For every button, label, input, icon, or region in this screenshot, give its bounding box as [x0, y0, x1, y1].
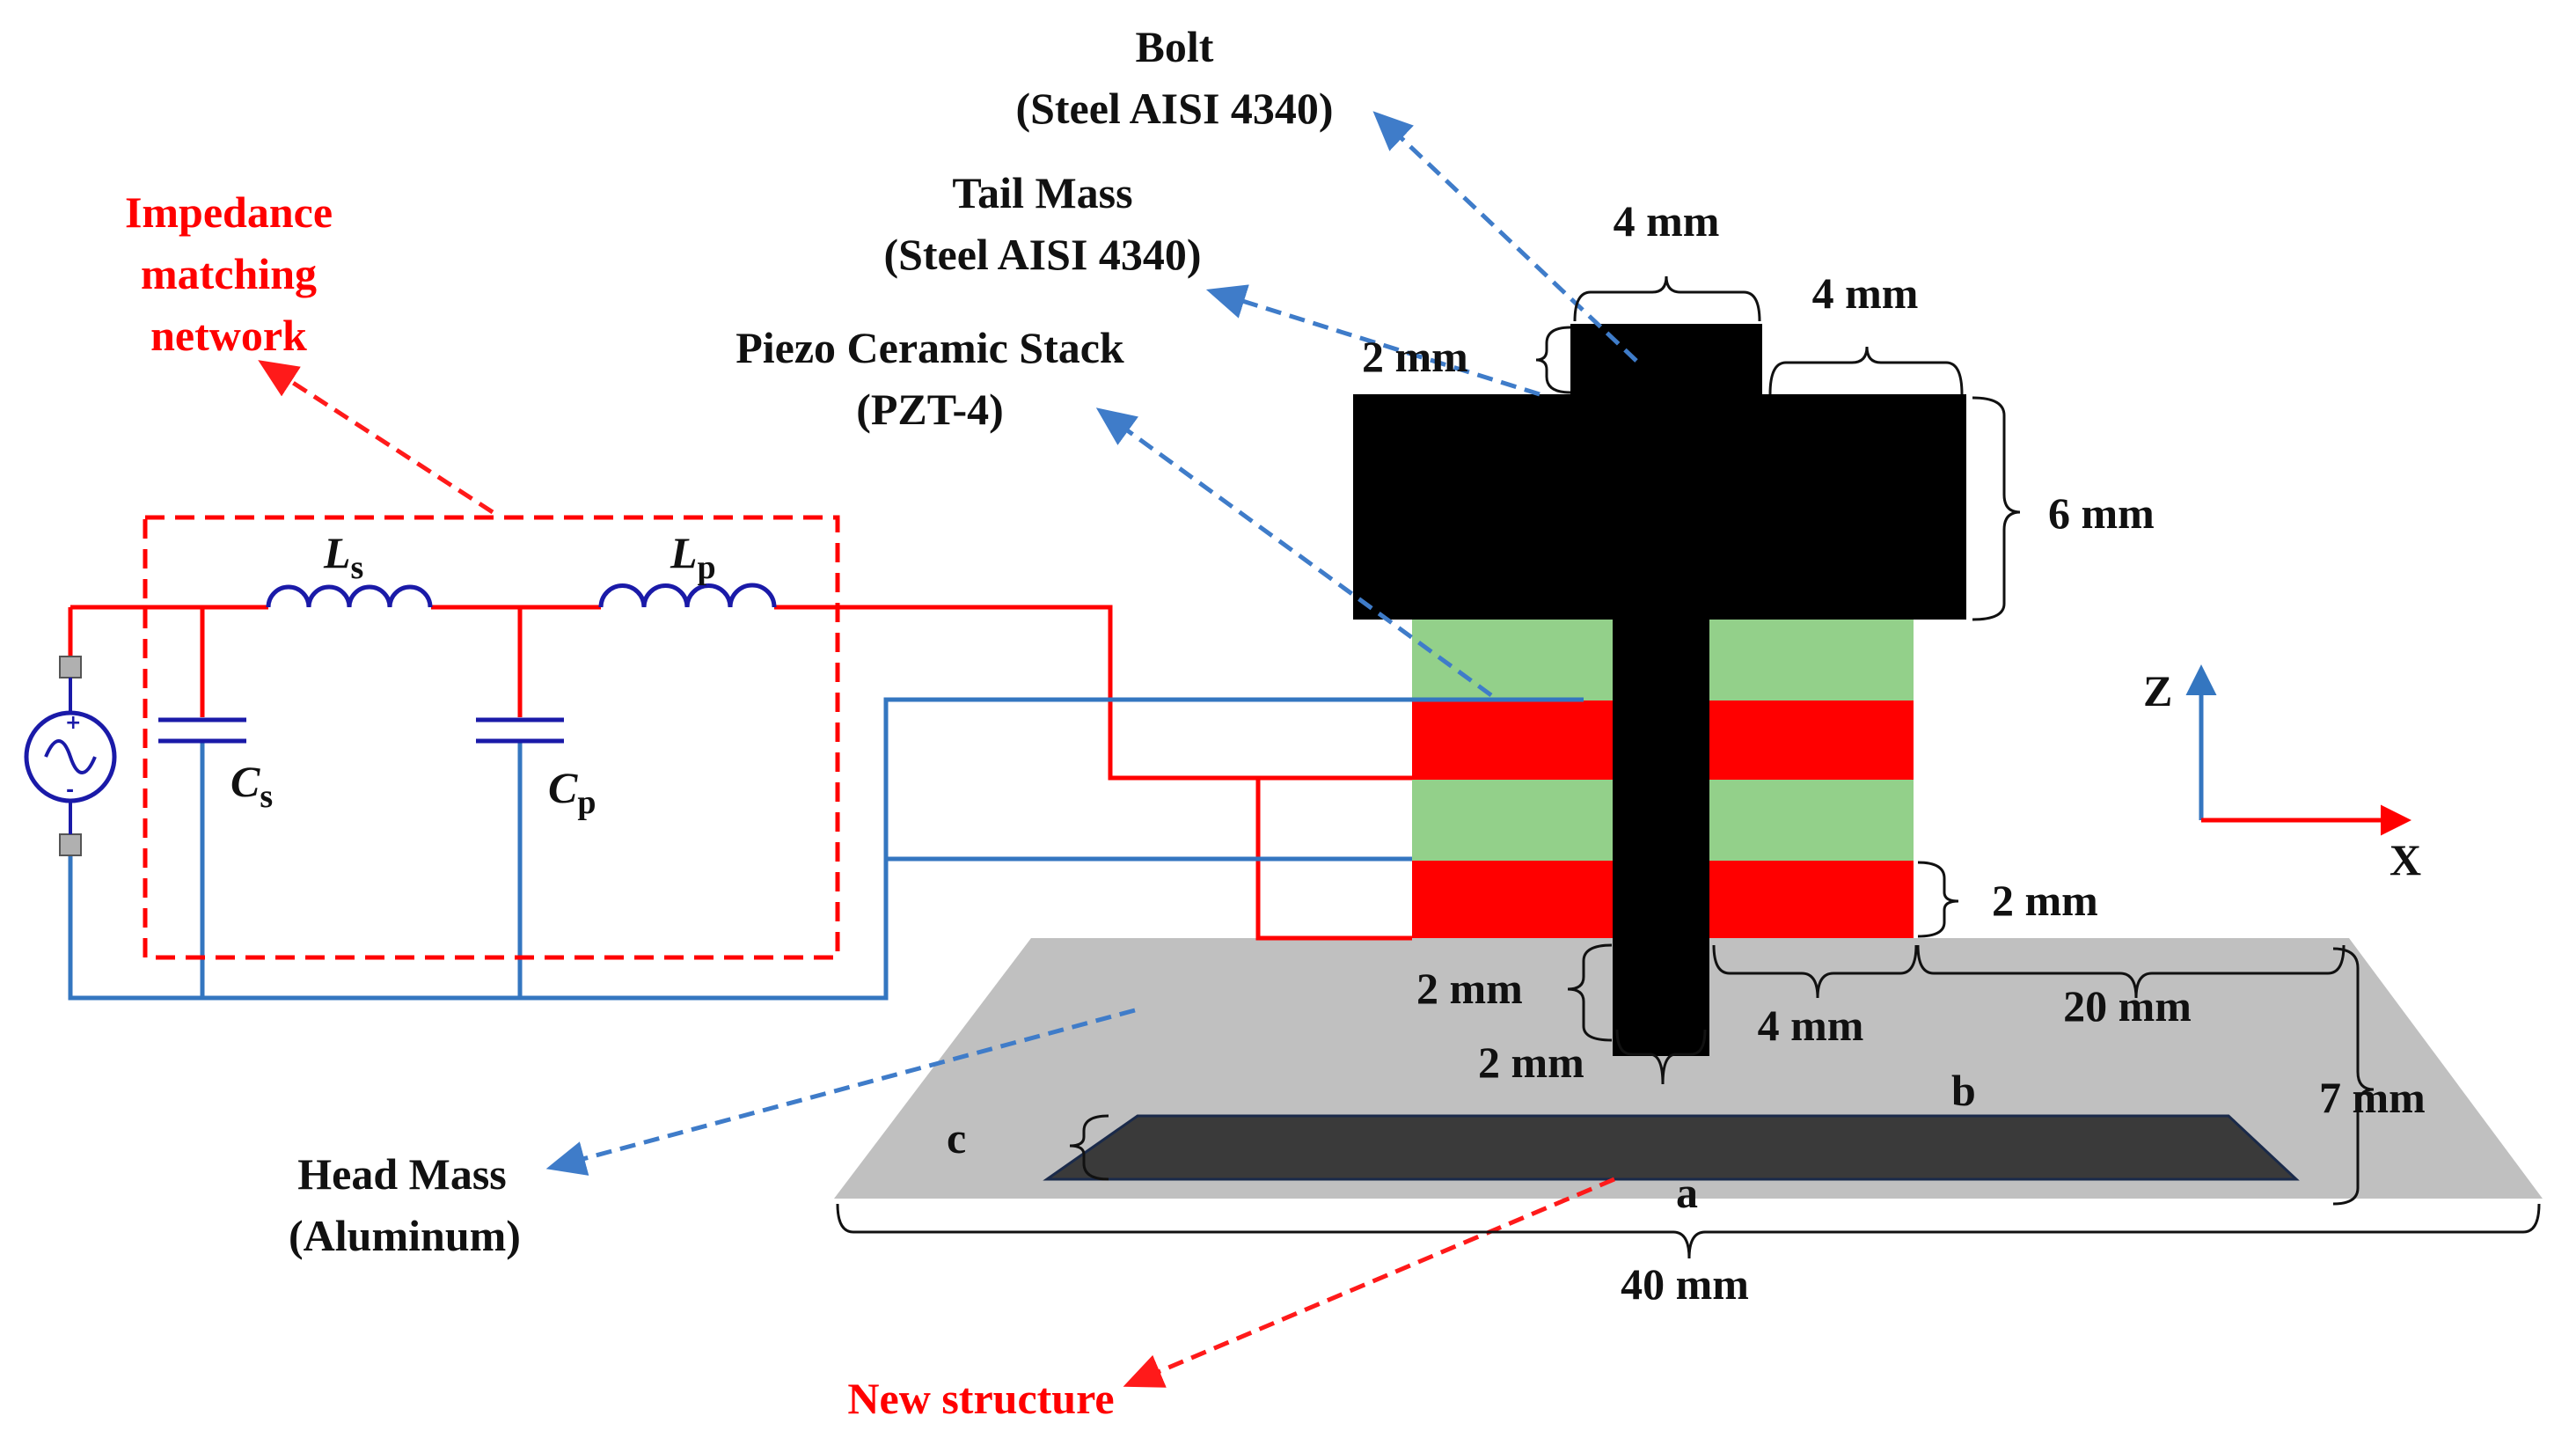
dim-stack-offset: 4 mm: [1758, 1001, 1864, 1050]
ac-source: + -: [24, 656, 117, 856]
dim-head-height: 7 mm: [2319, 1073, 2426, 1122]
bolt-label-1: Bolt: [1136, 22, 1214, 71]
imn-label-2: matching: [141, 249, 317, 298]
dim-bolt-width: 4 mm: [1614, 196, 1720, 246]
tail-mass: [1353, 394, 1966, 620]
axis-indicator: [2185, 664, 2411, 836]
dimension-braces: [836, 275, 2541, 1259]
dim-groove-c: c: [947, 1113, 966, 1163]
circuit: [68, 605, 1584, 1001]
piezo-leader: [1095, 407, 1493, 698]
tail-leader: [1205, 284, 1540, 397]
cp-label: Cp: [548, 763, 596, 821]
capacitor-cs: [158, 717, 246, 744]
dim-tail-ledge: 4 mm: [1812, 268, 1919, 318]
ls-label: Ls: [323, 528, 363, 586]
new-structure-label: New structure: [847, 1374, 1114, 1423]
red-wire-top: [68, 605, 1412, 781]
inductor-ls: [266, 584, 433, 608]
svg-text:+: +: [65, 712, 81, 734]
dim-groove-a: a: [1676, 1168, 1698, 1217]
imn-label-1: Impedance: [125, 187, 333, 237]
groove-structure: [1043, 1114, 2300, 1181]
bolt-label-2: (Steel AISI 4340): [1015, 84, 1333, 133]
dim-head-offset: 20 mm: [2063, 981, 2192, 1031]
dim-bolt-tip: 2 mm: [1478, 1038, 1584, 1087]
head-label-1: Head Mass: [297, 1149, 507, 1199]
head-leader: [545, 1008, 1136, 1176]
axis-z-label: Z: [2143, 666, 2172, 715]
dim-groove-b: b: [1951, 1066, 1976, 1115]
svg-text:-: -: [66, 780, 74, 802]
tail-label-2: (Steel AISI 4340): [883, 230, 1201, 279]
tail-label-1: Tail Mass: [952, 168, 1132, 217]
lp-label: Lp: [670, 528, 716, 586]
head-label-2: (Aluminum): [289, 1211, 521, 1260]
imn-label-3: network: [150, 311, 307, 360]
bolt-leader: [1372, 111, 1638, 363]
piezo-label-1: Piezo Ceramic Stack: [735, 323, 1124, 372]
axis-x-label: X: [2389, 835, 2421, 884]
red-wire-lower: [1255, 778, 1412, 941]
capacitor-cp: [476, 717, 564, 744]
bolt-head: [1570, 324, 1762, 398]
imn-leader: [258, 360, 494, 515]
impedance-matching-box: [143, 515, 840, 960]
cs-label: Cs: [231, 757, 273, 815]
dim-piezo-layer: 2 mm: [1992, 876, 2098, 925]
dim-tail-height: 6 mm: [2048, 488, 2155, 538]
inductor-lp: [598, 583, 777, 608]
bolt-shank: [1613, 620, 1709, 1056]
blue-wire-return: [68, 697, 1584, 1001]
piezo-label-2: (PZT-4): [856, 385, 1004, 434]
new-structure-leader: [1123, 1177, 1615, 1388]
dim-bolt-protrusion: 2 mm: [1362, 332, 1468, 381]
dim-head-width: 40 mm: [1621, 1259, 1749, 1309]
dim-bolt-below: 2 mm: [1416, 964, 1523, 1013]
